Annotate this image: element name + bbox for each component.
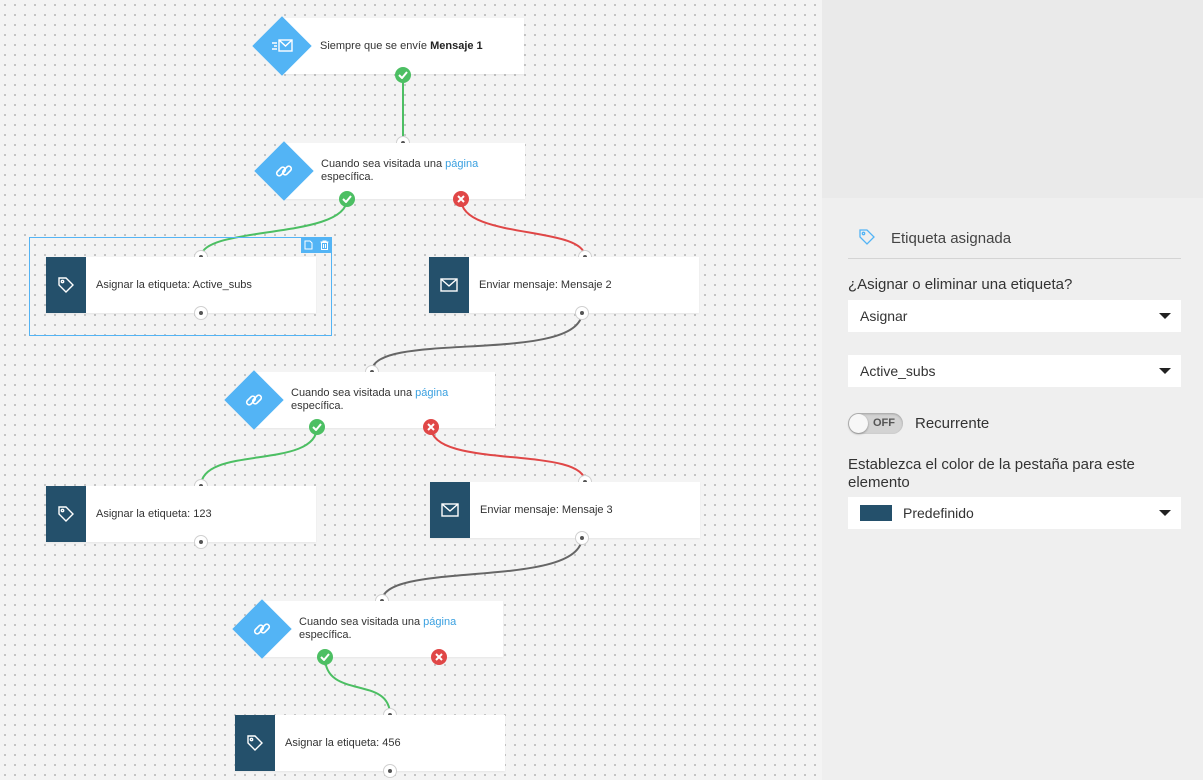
link-icon	[263, 150, 305, 192]
action-select-value: Asignar	[860, 308, 908, 324]
wire-visit3-yes	[324, 656, 391, 716]
page-link-2[interactable]: página	[415, 387, 449, 399]
assign-tag-node-1[interactable]: Asignar la etiqueta: Active_subs	[46, 257, 316, 313]
panel-header: Etiqueta asignada	[848, 222, 1181, 259]
chevron-down-icon	[1159, 510, 1171, 516]
tag-outline-icon	[858, 228, 876, 251]
tag3-label: Asignar la etiqueta: 456	[285, 737, 401, 749]
tag-icon	[235, 715, 275, 771]
visit1-no-cross[interactable]	[453, 191, 469, 207]
tag2-label: Asignar la etiqueta: 123	[96, 508, 212, 520]
msg2-output-port[interactable]	[575, 306, 589, 320]
visit3-yes-check[interactable]	[317, 649, 333, 665]
wire-msg2-to-visit2	[371, 311, 583, 372]
visit2-no-cross[interactable]	[423, 419, 439, 435]
workflow-canvas[interactable]: Siempre que se envíe Mensaje 1 Cuando se…	[0, 0, 822, 780]
color-swatch	[860, 505, 892, 521]
trash-icon[interactable]	[320, 237, 329, 255]
tag-icon	[46, 486, 86, 542]
tag-select-value: Active_subs	[860, 363, 936, 379]
link-icon	[233, 379, 275, 421]
visit3-no-cross[interactable]	[431, 649, 447, 665]
toggle-knob	[849, 414, 868, 433]
tab-color-label: Establezca el color de la pestaña para e…	[848, 456, 1135, 491]
msg3-label: Enviar mensaje: Mensaje 3	[480, 504, 613, 516]
action-select[interactable]: Asignar	[848, 300, 1181, 332]
duplicate-icon[interactable]	[304, 237, 313, 255]
trigger-yes-check[interactable]	[395, 67, 411, 83]
link-icon	[241, 608, 283, 650]
tag-select[interactable]: Active_subs	[848, 355, 1181, 387]
assign-tag-node-3[interactable]: Asignar la etiqueta: 456	[235, 715, 505, 771]
envelope-icon	[430, 482, 470, 538]
tag1-label: Asignar la etiqueta: Active_subs	[96, 279, 252, 291]
color-select-value: Predefinido	[903, 505, 974, 521]
tag-icon	[46, 257, 86, 313]
toggle-state-text: OFF	[873, 417, 895, 429]
recurrent-label: Recurrente	[915, 415, 990, 432]
chevron-down-icon	[1159, 313, 1171, 319]
msg3-output-port[interactable]	[575, 531, 589, 545]
selection-toolbar	[301, 238, 332, 253]
tag2-output-port[interactable]	[194, 535, 208, 549]
envelope-icon	[429, 257, 469, 313]
recurrent-toggle[interactable]: OFF	[848, 413, 903, 434]
send-message-node-3[interactable]: Enviar mensaje: Mensaje 3	[430, 482, 700, 538]
selection-outline	[29, 237, 332, 336]
trigger-label: Siempre que se envíe Mensaje 1	[320, 40, 483, 52]
visit1-yes-check[interactable]	[339, 191, 355, 207]
msg2-label: Enviar mensaje: Mensaje 2	[479, 279, 612, 291]
tag3-output-port[interactable]	[383, 764, 397, 778]
assign-question-label: ¿Asignar o eliminar una etiqueta?	[848, 276, 1073, 293]
page-link-3[interactable]: página	[423, 616, 457, 628]
properties-panel: Etiqueta asignada ¿Asignar o eliminar un…	[822, 198, 1203, 780]
visit2-yes-check[interactable]	[309, 419, 325, 435]
connection-wires	[200, 74, 586, 716]
assign-tag-node-2[interactable]: Asignar la etiqueta: 123	[46, 486, 316, 542]
send-mail-icon	[261, 25, 303, 67]
trigger-message-name: Mensaje 1	[430, 40, 483, 52]
wire-msg3-to-visit3	[381, 536, 583, 602]
panel-title: Etiqueta asignada	[891, 230, 1012, 247]
trigger-node[interactable]: Siempre que se envíe Mensaje 1	[283, 18, 524, 74]
wire-visit1-no	[460, 198, 586, 258]
chevron-down-icon	[1159, 368, 1171, 374]
wire-visit1-yes	[200, 198, 348, 258]
color-select[interactable]: Predefinido	[848, 497, 1181, 529]
send-message-node-2[interactable]: Enviar mensaje: Mensaje 2	[429, 257, 699, 313]
wire-visit2-yes	[200, 426, 318, 487]
panel-top-area	[822, 0, 1203, 198]
page-link-1[interactable]: página	[445, 158, 479, 170]
wire-visit2-no	[430, 426, 586, 483]
tag1-output-port[interactable]	[194, 306, 208, 320]
